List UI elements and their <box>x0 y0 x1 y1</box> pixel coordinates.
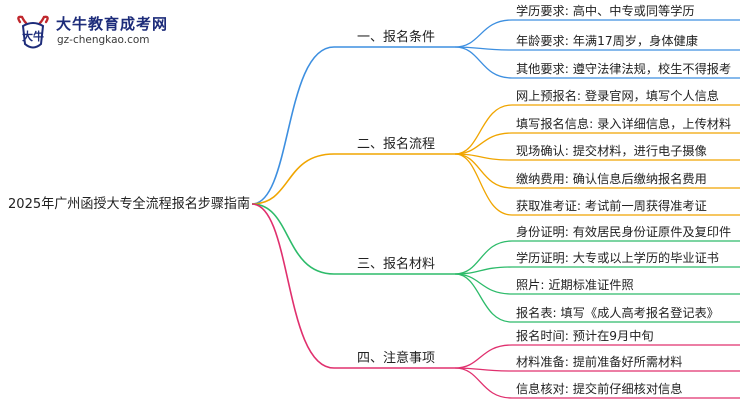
branch-label: 四、注意事项 <box>357 350 435 366</box>
leaf-label: 其他要求: 遵守法律法规，校生不得报考 <box>516 61 731 76</box>
branch-to-leaf-link <box>454 153 513 216</box>
root-node-label: 2025年广州函授大专全流程报名步骤指南 <box>8 195 250 212</box>
branch-to-leaf-link <box>454 153 513 189</box>
branch-to-leaf-link <box>454 367 513 399</box>
leaf-label: 现场确认: 提交材料，进行电子摄像 <box>516 143 707 158</box>
root-to-branch-link <box>251 46 335 205</box>
branch-to-leaf-link <box>454 266 513 275</box>
logo-mark-text: 大牛 <box>22 29 44 43</box>
branch-to-leaf-link <box>454 46 513 79</box>
branch-to-leaf-link <box>454 344 513 369</box>
branch-to-leaf-link <box>454 104 513 155</box>
branch-to-leaf-link <box>454 132 513 155</box>
branch-label: 一、报名条件 <box>357 29 435 45</box>
branch-to-leaf-link <box>454 273 513 323</box>
leaf-label: 缴纳费用: 确认信息后缴纳报名费用 <box>516 171 707 186</box>
leaf-label: 学历要求: 高中、中专或同等学历 <box>516 3 695 18</box>
leaf-label: 年龄要求: 年满17周岁，身体健康 <box>516 33 698 48</box>
root-to-branch-link <box>251 153 335 205</box>
root-to-branch-link <box>251 203 335 275</box>
bull-logo-icon: 大牛 <box>17 15 49 49</box>
branch-to-leaf-link <box>454 240 513 275</box>
brand-logo: 大牛 大牛教育成考网 gz-chengkao.com <box>6 4 176 56</box>
branch-label: 三、报名材料 <box>357 256 435 272</box>
leaf-label: 学历证明: 大专或以上学历的毕业证书 <box>516 250 719 265</box>
leaf-label: 照片: 近期标准证件照 <box>516 278 634 292</box>
leaf-label: 报名表: 填写《成人高考报名登记表》 <box>516 305 719 320</box>
branch-to-leaf-link <box>454 273 513 295</box>
root-to-branch-link <box>251 203 335 369</box>
branch-to-leaf-link <box>454 19 513 48</box>
leaf-label: 网上预报名: 登录官网，填写个人信息 <box>516 88 719 103</box>
branch-label: 二、报名流程 <box>357 136 435 152</box>
brand-title: 大牛教育成考网 <box>56 15 169 33</box>
leaf-label: 填写报名信息: 录入详细信息，上传材料 <box>516 116 731 131</box>
mindmap-links <box>251 19 740 399</box>
leaf-label: 获取准考证: 考试前一周获得准考证 <box>516 198 707 213</box>
brand-url: gz-chengkao.com <box>57 34 150 46</box>
leaf-label: 身份证明: 有效居民身份证原件及复印件 <box>516 224 731 239</box>
leaf-label: 材料准备: 提前准备好所需材料 <box>516 354 682 369</box>
leaf-label: 报名时间: 预计在9月中旬 <box>516 328 654 343</box>
leaf-label: 信息核对: 提交前仔细核对信息 <box>516 381 682 396</box>
